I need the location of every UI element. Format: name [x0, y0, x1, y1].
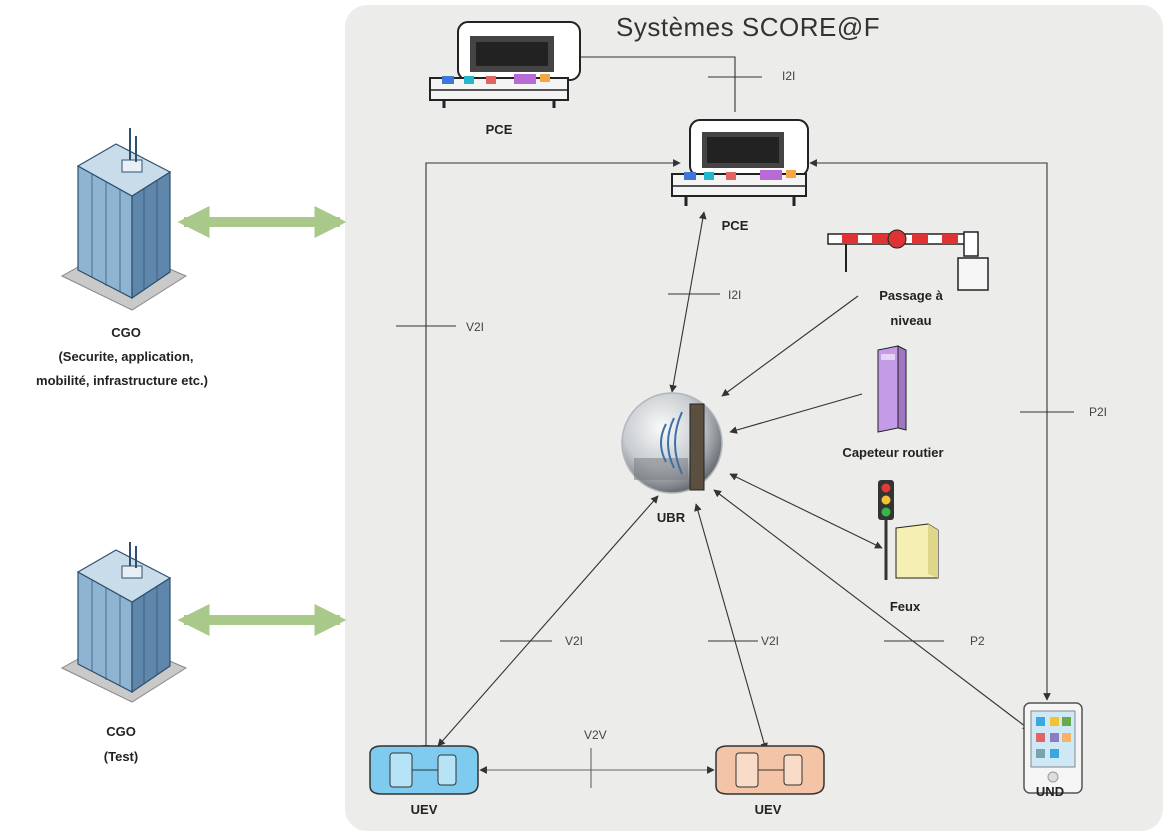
link-label-v2v: V2V	[584, 728, 607, 742]
uev-left-label: UEV	[410, 802, 438, 817]
cgo-bottom-label-line1: CGO	[106, 724, 136, 739]
traffic-light-icon	[878, 480, 939, 580]
railway-crossing-icon	[827, 229, 989, 291]
connections	[396, 53, 1074, 788]
link-label-v2i-a: V2I	[565, 634, 584, 648]
cgo-top-label-line2: (Securite, application,	[58, 349, 194, 364]
link-v2i-a	[437, 495, 659, 747]
und-label: UND	[1035, 784, 1065, 799]
pce-main-label: PCE	[721, 218, 749, 233]
pce-main-icon	[671, 119, 809, 206]
pce-top-icon	[429, 21, 581, 108]
link-label-p2i: P2I	[1089, 405, 1108, 419]
building-top-icon	[60, 128, 188, 311]
car-right-icon	[715, 745, 825, 795]
cgo-bottom-label-line2: (Test)	[103, 749, 139, 764]
link-label-v2i-b: V2I	[761, 634, 780, 648]
pce-top-label: PCE	[485, 122, 513, 137]
feux-label: Feux	[889, 599, 921, 614]
car-left-icon	[369, 745, 479, 795]
ubr-label: UBR	[656, 510, 686, 525]
link-p2i	[809, 159, 1051, 701]
passage-label-line2: niveau	[890, 313, 932, 328]
link-capteur	[729, 393, 863, 434]
link-v2i-left	[422, 159, 681, 753]
diagram-title: Systèmes SCORE@F	[616, 12, 881, 42]
link-label-p2: P2	[970, 634, 985, 648]
link-label-i2i-top: I2I	[782, 69, 796, 83]
link-i2i-mid	[669, 211, 707, 393]
capteur-label: Capeteur routier	[842, 445, 944, 460]
link-label-v2i-left: V2I	[466, 320, 485, 334]
und-tablet-icon	[1023, 702, 1083, 794]
ubr-icon	[621, 392, 723, 494]
cgo-top-label-line3: mobilité, infrastructure etc.)	[36, 373, 208, 388]
building-bottom-icon	[60, 542, 188, 703]
link-i2i-top	[567, 53, 736, 112]
uev-right-label: UEV	[754, 802, 782, 817]
road-sensor-icon	[877, 345, 907, 433]
passage-label-line1: Passage à	[879, 288, 943, 303]
link-passage	[721, 295, 859, 397]
link-label-i2i-mid: I2I	[728, 288, 742, 302]
cgo-top-label-line1: CGO	[111, 325, 141, 340]
link-v2i-b	[694, 503, 768, 751]
